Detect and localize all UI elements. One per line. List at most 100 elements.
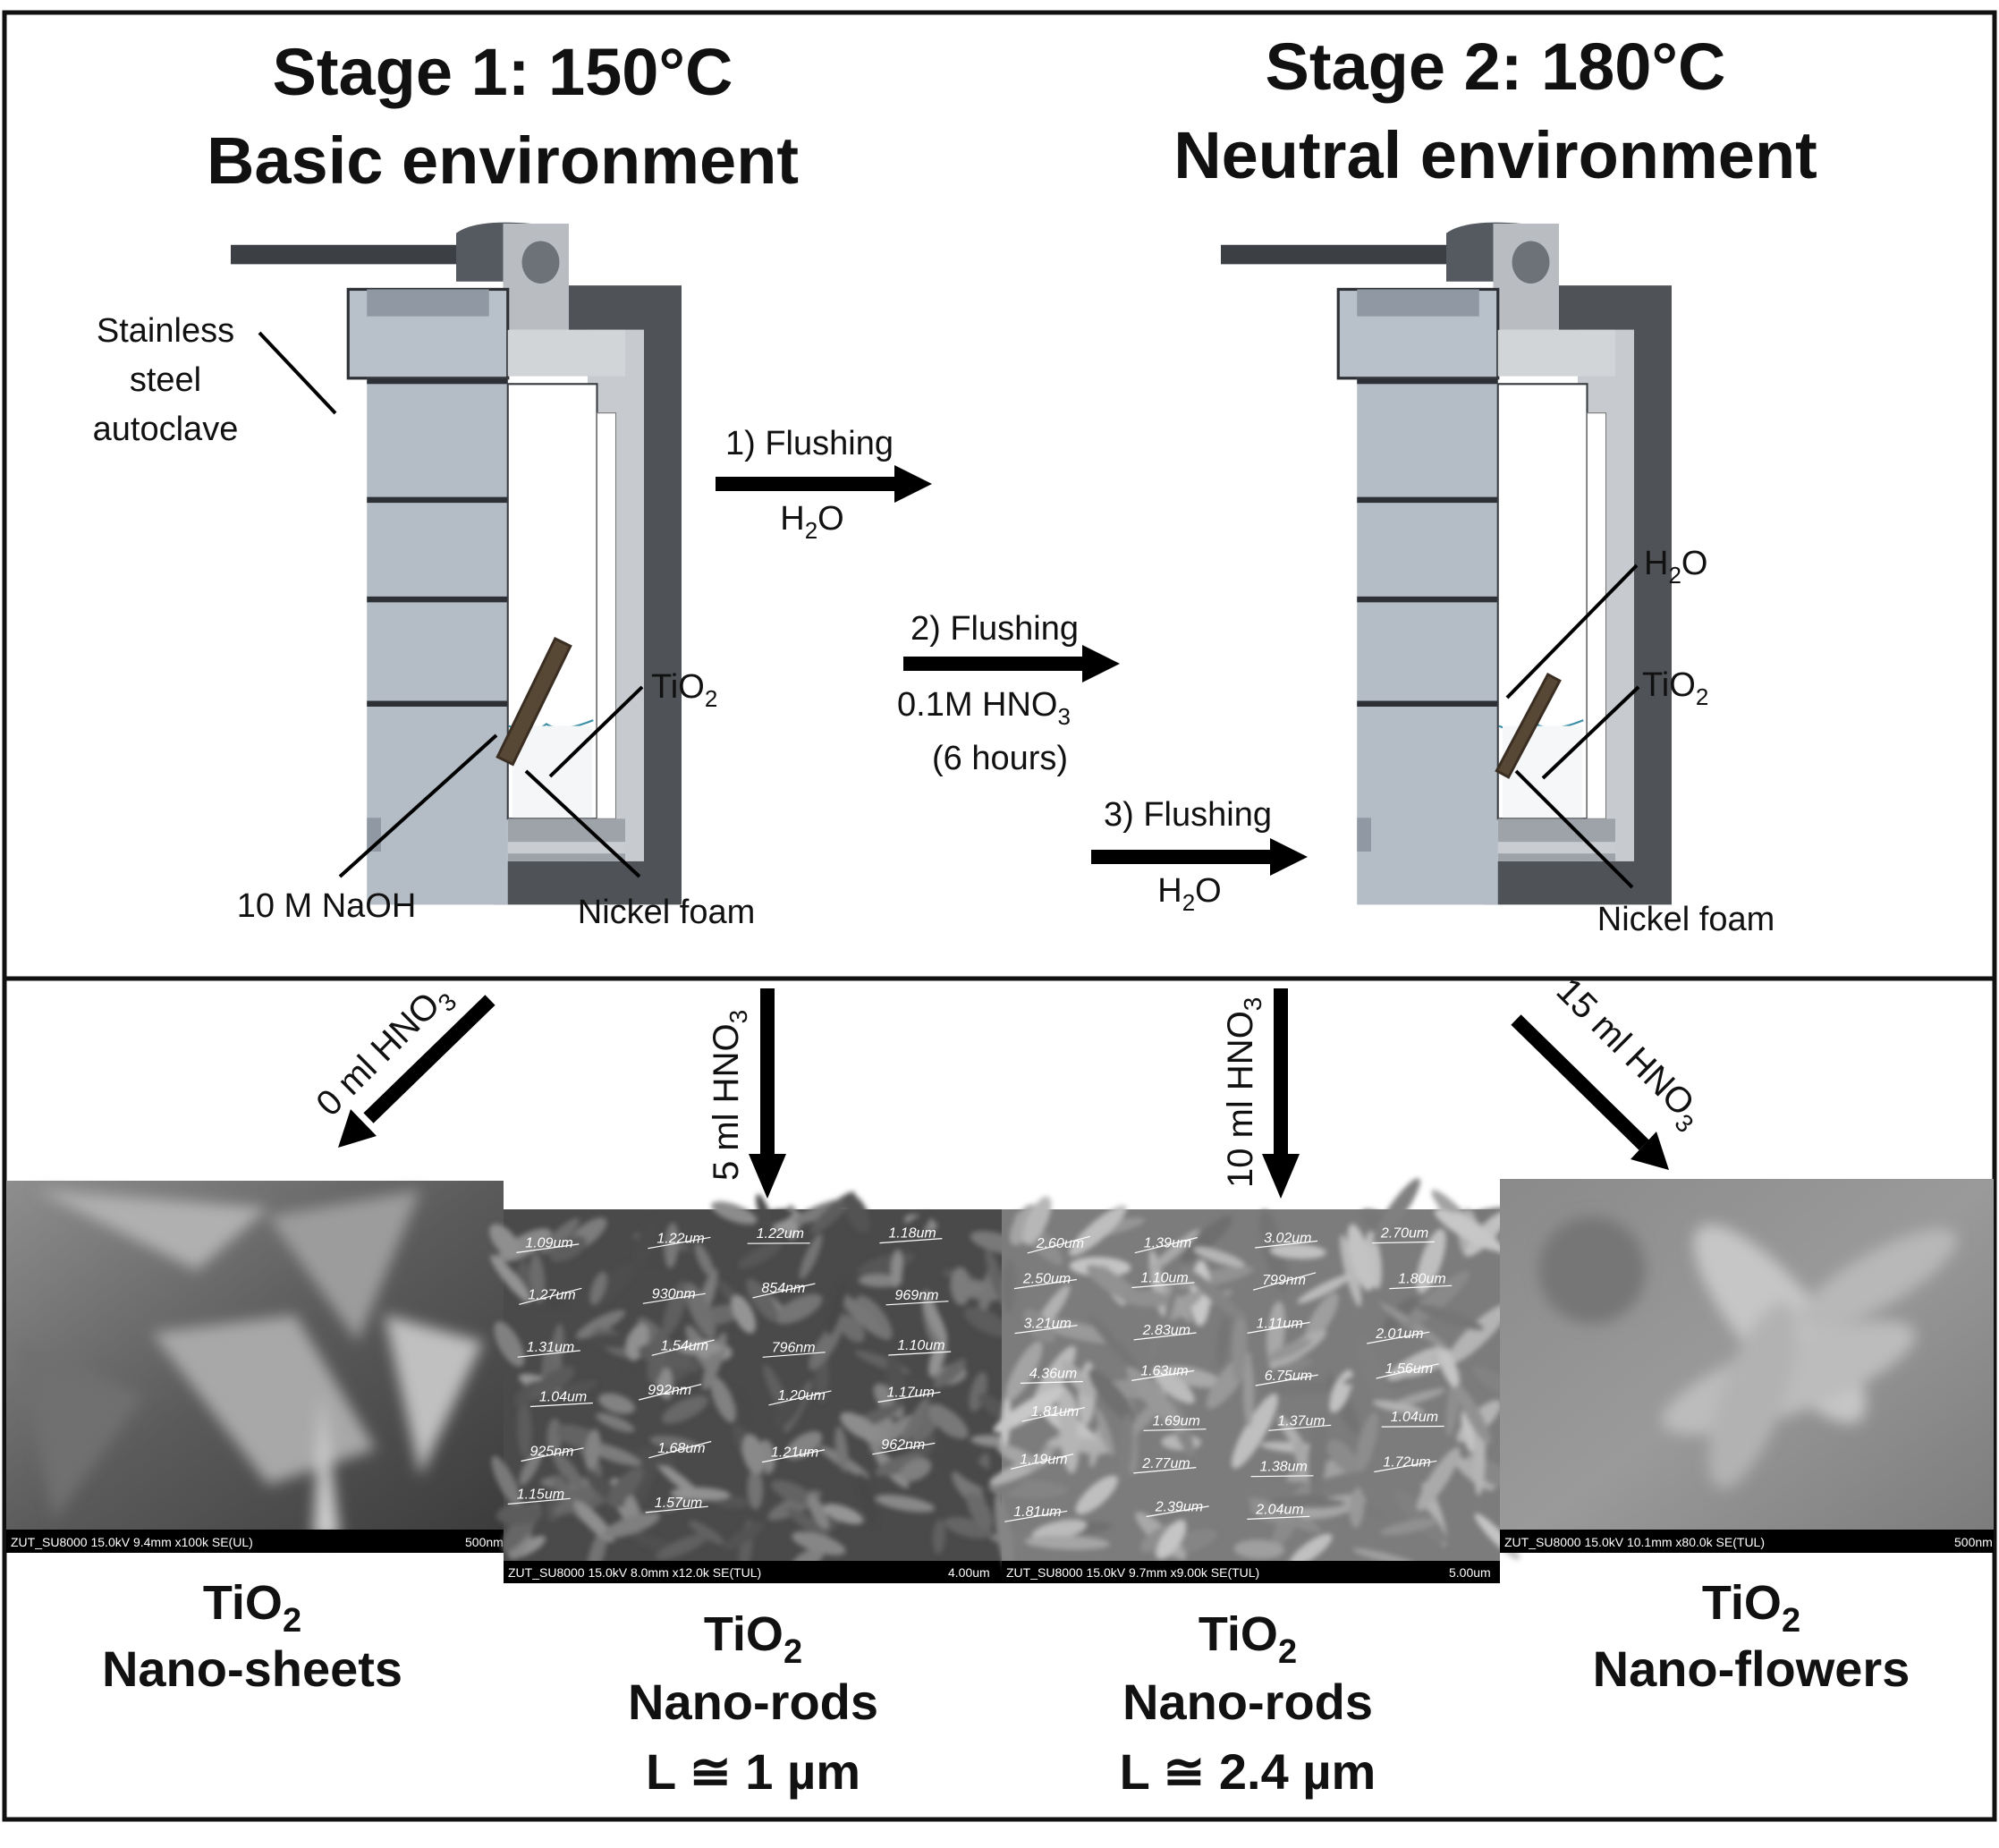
sem-measurement-line <box>1013 1278 1077 1290</box>
sem-texture-particle <box>1156 1519 1187 1560</box>
sem-measurement-line <box>1376 1363 1439 1379</box>
sem-texture-particle <box>1148 1281 1180 1362</box>
sem-texture-particle <box>875 1495 936 1513</box>
sem-texture-particle <box>1161 1365 1222 1388</box>
sem-measurement-line <box>888 1351 952 1356</box>
sem-measurement-line <box>517 1350 580 1358</box>
sem-measurement-label: 2.77um <box>1141 1456 1190 1471</box>
sem-texture-particle <box>731 1389 750 1420</box>
arrow-5ml-label: 5 ml HNO3 <box>707 1010 752 1181</box>
sem-measurement-line <box>1255 1240 1318 1249</box>
sem-measurement-line <box>1134 1236 1198 1254</box>
sem-measurement-line <box>768 1390 832 1406</box>
sem-texture-particle <box>1069 1205 1127 1257</box>
sem-measurement-line <box>1133 1467 1197 1474</box>
sem-measurement-label: 6.75um <box>1265 1369 1312 1384</box>
sem-measurement-line <box>762 1352 826 1358</box>
sem-texture-particle <box>856 1295 893 1340</box>
sem-texture-particle <box>1162 1282 1192 1323</box>
tio2-label-stage2: TiO2 <box>1642 666 1708 710</box>
sem-texture-particle <box>1061 1361 1096 1399</box>
sem-measurement-label: 2.50um <box>1022 1272 1071 1287</box>
flushing-step1-reagent: H2O <box>780 500 843 544</box>
sem-texture-particle <box>529 1366 575 1401</box>
result-sheets-name: Nano-sheets <box>102 1640 402 1697</box>
sem3-scale: 5.00um <box>1449 1565 1491 1580</box>
sem-texture-particle <box>1268 1496 1346 1509</box>
sem-measurement-line <box>1131 1369 1195 1381</box>
sem-measurement-line <box>1146 1505 1209 1518</box>
h2o-label-stage2: H2O <box>1644 545 1707 589</box>
sem-texture-particle <box>558 1380 597 1397</box>
sem-measurement-label: 1.11um <box>1257 1316 1303 1331</box>
sem-measurement-line <box>645 1505 708 1513</box>
sem-texture-particle <box>596 1412 635 1433</box>
sem-measurement-label: 925nm <box>530 1445 574 1460</box>
sem-texture-particle <box>548 1235 587 1262</box>
sem-image-nanosheets: ZUT_SU8000 15.0kV 9.4mm x100k SE(UL) 500… <box>6 1181 504 1553</box>
sem-texture-particle <box>1060 1409 1080 1474</box>
result-sheets-formula: TiO2 <box>203 1576 301 1640</box>
sem-measurement-label: 1.22um <box>656 1232 704 1247</box>
sem-texture-particle <box>670 1487 731 1501</box>
flushing-step2-time: (6 hours) <box>932 740 1068 777</box>
sem-texture-particle <box>1270 1243 1326 1259</box>
sem-texture-particle <box>1126 1367 1185 1433</box>
sem-texture-particle <box>747 1468 764 1510</box>
sem-texture-particle <box>540 1217 580 1254</box>
flushing-step3-reagent: H2O <box>1157 872 1221 916</box>
sem-texture-particle <box>496 1504 543 1525</box>
sem-measurement-line <box>521 1447 584 1462</box>
sem-texture-particle <box>1416 1304 1485 1331</box>
sem-texture-particle <box>947 1454 1000 1490</box>
sem-texture-particle <box>1461 1410 1475 1454</box>
sem-texture-particle <box>1349 1487 1365 1529</box>
sem-texture-particle <box>746 1278 778 1322</box>
sem-texture-particle <box>837 1314 866 1343</box>
sem-texture-particle <box>997 1444 1040 1470</box>
sem-texture-particle <box>1023 1309 1055 1344</box>
sem-measurement-label: 1.20um <box>778 1388 826 1403</box>
sem-texture-particle <box>839 1293 884 1337</box>
sem-measurement-line <box>1004 1510 1068 1522</box>
sem-texture-particle <box>792 1531 846 1556</box>
sem-texture-particle <box>927 1403 969 1439</box>
sem-measurement-line <box>516 1243 580 1253</box>
arrow-15ml-label: 15 ml HNO3 <box>1545 971 1712 1138</box>
sem-measurement-line <box>1389 1284 1453 1290</box>
sem-measurement-label: 1.38um <box>1260 1460 1308 1475</box>
sem-texture-particle <box>635 1216 657 1267</box>
sem-texture-particle <box>517 1399 532 1459</box>
sem-texture-particle <box>1434 1208 1500 1251</box>
sem-texture-particle <box>546 1418 563 1454</box>
sem-texture-particle <box>490 1254 531 1302</box>
sem-texture-particle <box>494 1321 525 1367</box>
sem-texture-particle <box>1271 1357 1313 1375</box>
sem-measurement-line <box>1011 1454 1074 1470</box>
sem-measurement-label: 930nm <box>652 1286 696 1301</box>
sem-texture-particle <box>900 1396 929 1446</box>
sem-measurement-line <box>1268 1424 1332 1431</box>
sem-texture-particle <box>1000 1392 1012 1455</box>
sem-texture-particle <box>688 1520 724 1545</box>
sem-measurement-line <box>1252 1272 1317 1291</box>
sem-measurement-label: 1.17um <box>887 1386 935 1401</box>
sem-texture-particle <box>1005 1341 1043 1402</box>
sem-texture-particle <box>1380 1518 1439 1536</box>
sem1-scale: 500nm <box>465 1535 504 1549</box>
sem-texture-particle <box>932 1519 946 1555</box>
autoclave-leader-line <box>258 331 337 415</box>
sem-measurement-line <box>1020 1380 1083 1384</box>
sem-texture-particle <box>529 1253 546 1303</box>
sem-texture-particle <box>1032 1519 1087 1541</box>
sem-measurement-label: 796nm <box>772 1340 816 1355</box>
sem-texture-particle <box>1355 1334 1390 1410</box>
sem-measurement-label: 1.31um <box>527 1340 574 1355</box>
nickel-foam-label-stage1: Nickel foam <box>578 894 756 931</box>
sem-measurement-line <box>761 1449 826 1463</box>
tio2-leader-stage2 <box>1541 685 1640 780</box>
sem-measurement-label: 962nm <box>881 1437 925 1453</box>
autoclave-stage1-icon <box>229 221 683 907</box>
sem-measurement-line <box>1250 1475 1314 1478</box>
